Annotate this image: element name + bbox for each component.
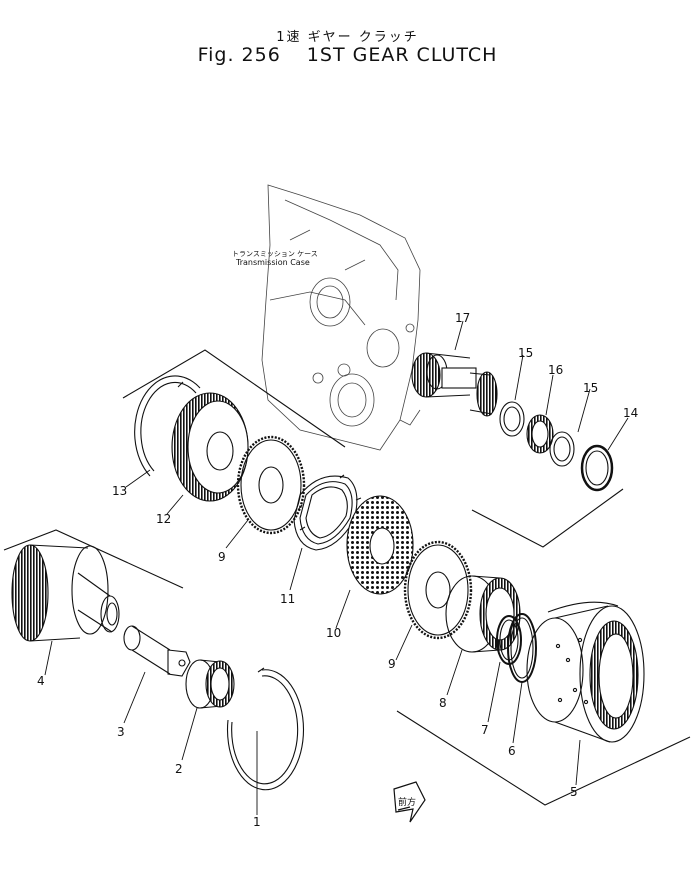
callout-6: 6 <box>508 744 516 758</box>
end-plate-12 <box>171 392 249 502</box>
snap-ring-1 <box>226 667 305 791</box>
callout-16: 16 <box>548 363 563 377</box>
callout-5: 5 <box>570 785 578 799</box>
case-label-japanese: トランスミッション ケース <box>232 250 318 258</box>
callout-11: 11 <box>280 592 295 606</box>
friction-disc-10 <box>346 495 414 595</box>
case-label-english: Transmission Case <box>236 258 310 267</box>
guide-left-upper <box>122 349 346 448</box>
callout-17: 17 <box>455 311 470 325</box>
callout-12: 12 <box>156 512 171 526</box>
callout-10: 10 <box>326 626 341 640</box>
guide-right-lower <box>396 710 691 806</box>
clutch-disc-9-upper <box>236 435 306 535</box>
transmission-case <box>261 184 421 451</box>
callout-8: 8 <box>439 696 447 710</box>
thin-ring-15-lower <box>549 431 575 467</box>
seal-ring-16 <box>526 414 554 454</box>
callout-9-lower: 9 <box>388 657 396 671</box>
seal-ring-6 <box>507 613 537 683</box>
callout-14: 14 <box>623 406 638 420</box>
clutch-housing-5 <box>526 601 645 743</box>
figure-title: Fig. 256 1ST GEAR CLUTCH <box>0 44 695 66</box>
guide-right-upper <box>471 488 624 548</box>
gear-shaft-17 <box>411 352 498 417</box>
thin-ring-15-upper <box>499 401 525 437</box>
guide-left-lower <box>3 529 184 589</box>
japanese-title: 1速 ギヤー クラッチ <box>276 30 419 45</box>
callout-7: 7 <box>481 723 489 737</box>
leader-lines <box>44 320 629 815</box>
callout-1: 1 <box>253 815 261 829</box>
callout-9-upper: 9 <box>218 550 226 564</box>
callout-2: 2 <box>175 762 183 776</box>
collar-2 <box>185 659 235 709</box>
callout-13: 13 <box>112 484 127 498</box>
gear-hub-4 <box>11 544 120 642</box>
clutch-disc-9-lower <box>403 540 473 640</box>
callout-4: 4 <box>37 674 45 688</box>
fig-number: Fig. 256 <box>197 44 281 66</box>
shaft-3 <box>123 625 191 677</box>
callout-15-upper: 15 <box>518 346 533 360</box>
clutch-title: 1ST GEAR CLUTCH <box>306 44 498 66</box>
forward-arrow-icon <box>393 781 426 823</box>
forward-label: 前方 <box>398 796 416 808</box>
snap-ring-14 <box>580 444 614 492</box>
callout-15-lower: 15 <box>583 381 598 395</box>
snap-ring-13 <box>134 375 201 477</box>
callout-3: 3 <box>117 725 125 739</box>
